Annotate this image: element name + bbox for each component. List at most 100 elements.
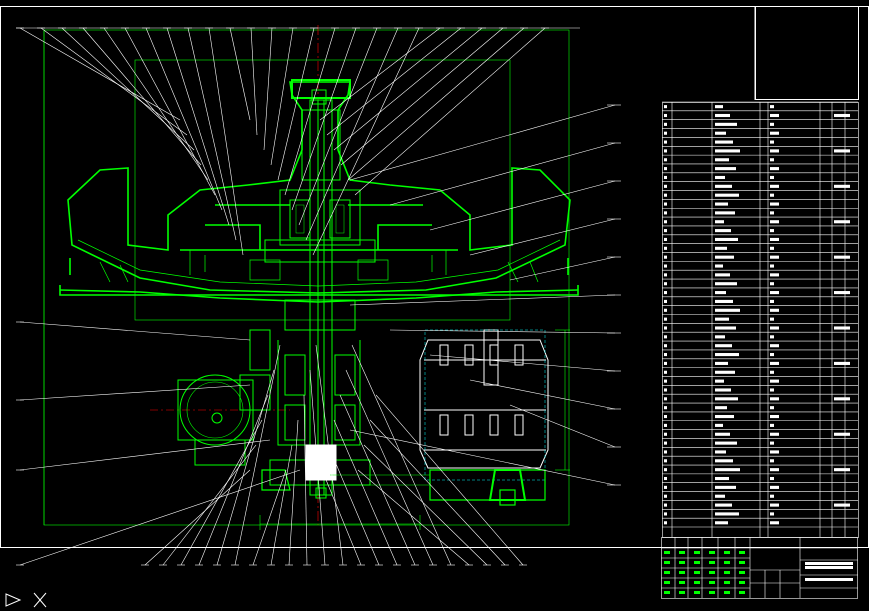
table-cell-mark (715, 485, 736, 489)
table-cell-mark (770, 512, 774, 516)
leader-line (270, 27, 294, 166)
table-cell-mark (664, 450, 667, 454)
table-cell-mark (834, 255, 850, 259)
table-cell-mark (770, 282, 774, 286)
table-cell-mark (715, 476, 729, 481)
title-block-cell-mark (724, 571, 730, 574)
leader-line (208, 27, 244, 256)
table-cell-mark (834, 503, 850, 507)
title-block-cell-mark (805, 566, 853, 569)
table-cell-mark (770, 113, 779, 118)
title-block-text-cells (664, 551, 853, 594)
leader-line (145, 27, 223, 211)
title-block-cell-mark (709, 581, 715, 584)
leader-line (19, 384, 251, 401)
table-cell-mark (715, 353, 739, 357)
table-cell-mark (770, 264, 774, 268)
table-cell-mark (834, 432, 850, 436)
table-cell-mark (664, 113, 667, 118)
lower-housing (249, 329, 371, 499)
title-block-cell-mark (739, 581, 745, 584)
leader-line (250, 27, 258, 136)
table-cell-mark (770, 344, 779, 348)
table-cell-mark (770, 459, 774, 463)
leader-line (469, 218, 616, 256)
leader-line (19, 469, 301, 566)
table-cell-mark (664, 335, 667, 339)
table-cell-mark (664, 494, 667, 498)
table-cell-mark (770, 485, 779, 489)
table-cell-mark (770, 237, 779, 242)
table-cell-mark (715, 237, 738, 242)
leader-line (469, 379, 616, 410)
title-block-cell-mark (724, 561, 730, 564)
leader-line (509, 256, 616, 281)
leader-line (187, 27, 237, 241)
leader-line (333, 27, 483, 151)
table-cell-mark (834, 149, 850, 153)
table-cell-mark (715, 450, 726, 454)
table-cell-mark (664, 485, 667, 489)
table-cell-mark (770, 175, 774, 180)
title-block-cell-mark (679, 551, 685, 554)
table-cell-mark (715, 468, 740, 472)
table-cell-mark (664, 353, 667, 357)
title-block-cell-mark (664, 581, 670, 584)
leader-line (321, 469, 362, 566)
table-cell-mark (664, 264, 667, 268)
table-cell-mark (715, 291, 726, 295)
title-block-cell-mark (709, 571, 715, 574)
table-cell-mark (770, 326, 779, 330)
table-cell-mark (715, 361, 728, 365)
table-cell-mark (770, 211, 774, 215)
table-cell-mark (715, 140, 733, 144)
leader-line (339, 394, 416, 566)
table-cell-mark (664, 503, 667, 507)
table-cell-mark (715, 149, 740, 153)
title-block-cell-mark (679, 571, 685, 574)
leader-line (389, 142, 616, 206)
leader-line (19, 439, 271, 471)
table-cell-mark (770, 299, 774, 303)
table-cell-mark (770, 308, 779, 312)
table-cell-mark (834, 397, 850, 401)
leader-line (326, 27, 462, 136)
table-cell-mark (770, 361, 779, 365)
table-cell-mark (664, 414, 667, 419)
table-cell-mark (715, 494, 725, 498)
table-cell-mark (664, 193, 667, 197)
table-cell-mark (715, 335, 725, 339)
table-cell-mark (770, 273, 779, 277)
table-cell-mark (770, 370, 774, 374)
table-cell-mark (664, 255, 667, 259)
title-block-cell-mark (694, 591, 700, 594)
leader-line (124, 27, 216, 196)
table-cell-mark (664, 202, 667, 206)
table-cell-mark (834, 361, 850, 365)
table-cell-mark (770, 494, 774, 498)
leader-line (389, 329, 616, 334)
title-block-cell-mark (724, 581, 730, 584)
leader-line (252, 469, 287, 566)
title-block-cell-mark (694, 551, 700, 554)
table-cell-mark (770, 220, 779, 224)
leader-line (166, 27, 230, 226)
leader-line (305, 27, 399, 241)
title-block-cell-mark (805, 562, 853, 565)
title-block-cell-mark (694, 561, 700, 564)
leader-line (229, 27, 251, 121)
leader-line (351, 344, 452, 566)
table-cell-mark (834, 220, 850, 224)
table-cell-mark (715, 423, 723, 427)
title-block-cell-mark (679, 581, 685, 584)
drive-pulley (330, 469, 546, 506)
table-cell-mark (664, 379, 667, 383)
leader-line (363, 444, 488, 566)
table-cell-mark (834, 468, 850, 472)
table-cell-mark (664, 158, 667, 162)
leader-line (354, 27, 546, 196)
table-cell-mark (715, 220, 724, 224)
table-cell-mark (664, 512, 667, 516)
leader-line (303, 394, 308, 566)
